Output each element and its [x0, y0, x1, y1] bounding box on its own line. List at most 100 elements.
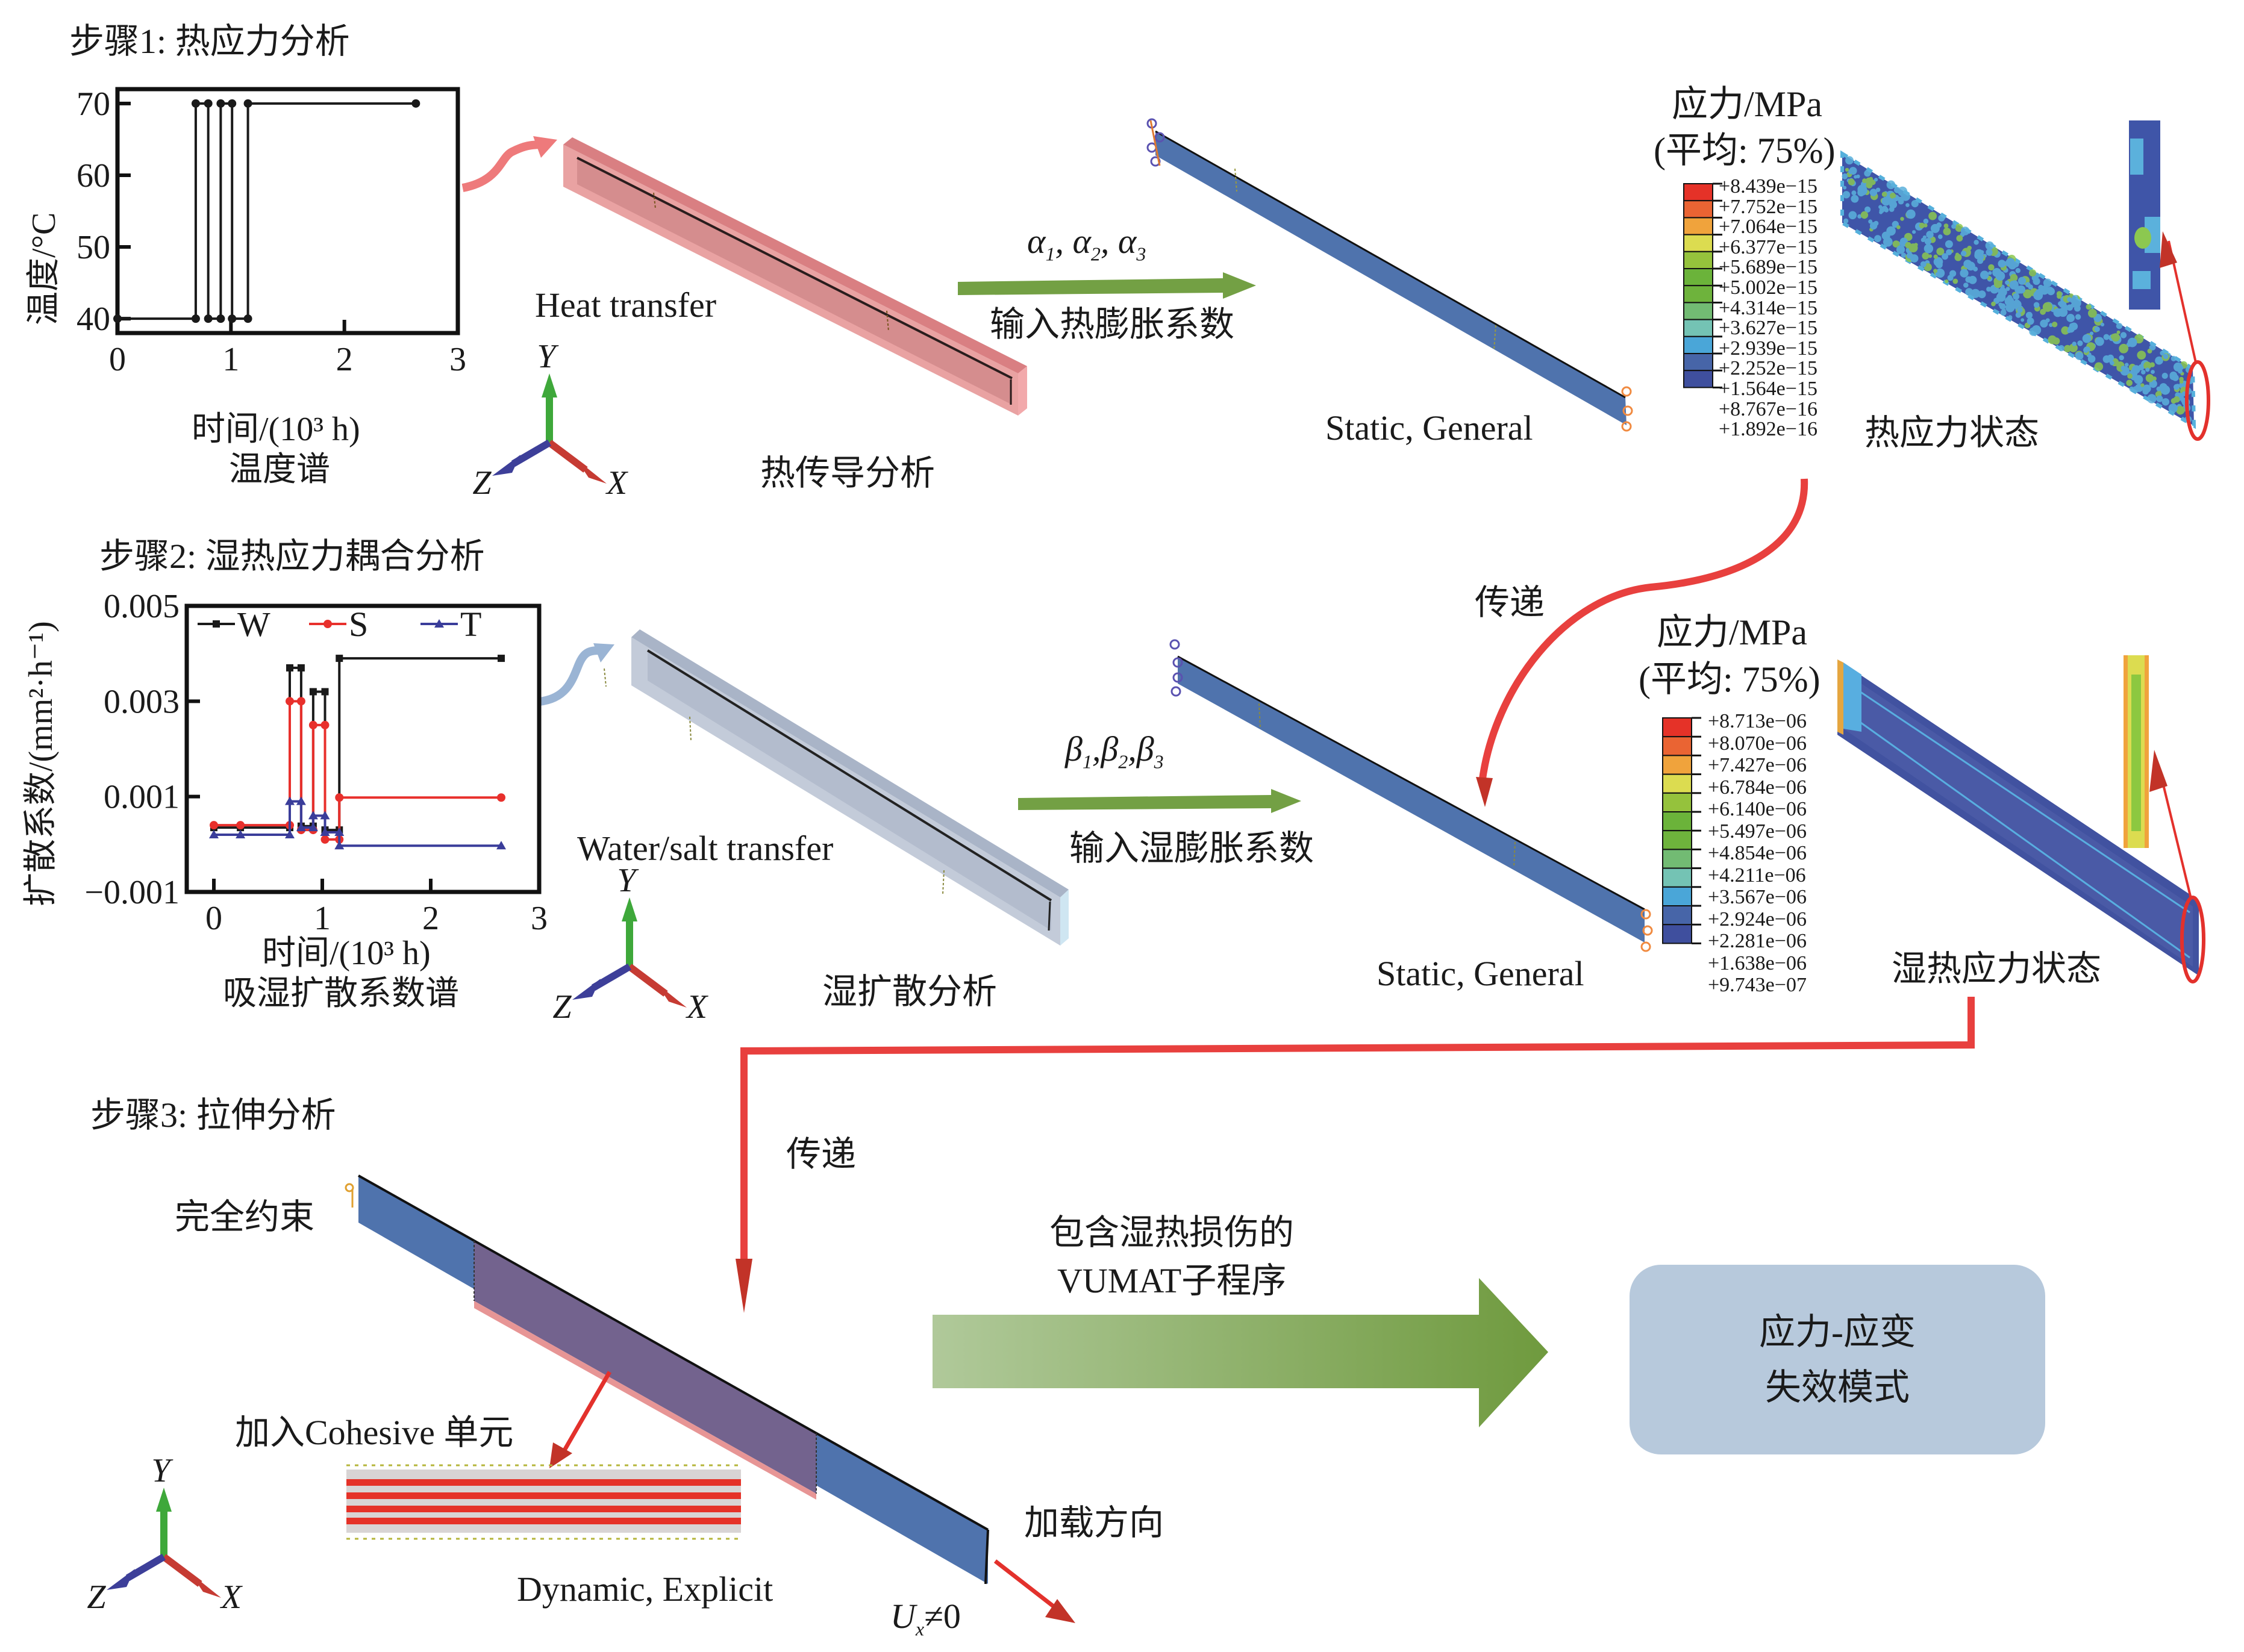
load-direction-label: 加载方向 — [1024, 1503, 1164, 1542]
legend-value: +9.743e−07 — [1708, 974, 1807, 996]
data-point — [204, 99, 213, 108]
stress-speckle — [1896, 225, 1901, 229]
legend-marker — [323, 620, 332, 628]
legend-swatch — [1662, 849, 1692, 869]
x-tick-label: 3 — [449, 341, 466, 378]
stress-speckle — [1919, 222, 1925, 229]
stress-speckle — [1874, 235, 1881, 243]
stress-speckle — [1857, 214, 1862, 219]
data-point — [321, 688, 329, 696]
stress-speckle — [2010, 273, 2018, 282]
cohesive-element-label: 加入Cohesive 单元 — [235, 1413, 514, 1452]
stress-speckle — [1933, 269, 1938, 273]
stress-speckle — [2070, 345, 2075, 350]
plot-frame — [184, 603, 542, 894]
stress-speckle — [1896, 245, 1905, 254]
data-point — [334, 841, 345, 850]
legend-value: +3.567e−06 — [1708, 886, 1807, 908]
stress-speckle — [1993, 279, 2002, 288]
diffusion-ylabel: 扩散系数/(mm²·h⁻¹) — [22, 621, 60, 906]
stress-speckle — [1898, 198, 1904, 205]
stress-speckle — [1985, 241, 1994, 250]
stress-speckle — [2086, 304, 2092, 310]
stress-speckle — [1998, 302, 2003, 307]
stress-speckle — [1991, 301, 1996, 307]
stress-speckle — [2066, 314, 2075, 322]
stress-speckle — [2149, 344, 2156, 351]
diffusion-chart-title: 吸湿扩散系数谱 — [223, 975, 459, 1012]
stress-speckle — [2005, 258, 2015, 267]
y-axis-head — [542, 373, 557, 397]
data-point — [335, 793, 344, 802]
static-general-label-2: Static, General — [1377, 954, 1584, 993]
stress-speckle — [1869, 189, 1878, 196]
stress-speckle — [2141, 370, 2146, 375]
cohesive-layers-inset — [346, 1464, 741, 1540]
stress-speckle — [2127, 337, 2137, 348]
legend-swatch — [1683, 183, 1713, 202]
stress-speckle — [2160, 351, 2165, 356]
stress-speckle — [2142, 388, 2149, 395]
legend-value: +6.784e−06 — [1708, 776, 1807, 799]
data-point — [191, 314, 200, 323]
stress-speckle — [1945, 279, 1949, 284]
legend-swatch — [1683, 319, 1713, 337]
stress-speckle — [1862, 178, 1867, 184]
stress-speckle — [2181, 417, 2186, 422]
stress-speckle — [2067, 329, 2072, 333]
legend-value: +7.427e−06 — [1708, 754, 1807, 776]
stress-speckle — [2140, 383, 2145, 387]
heat-transfer-beam — [563, 137, 1027, 416]
y-tick-label: −0.001 — [84, 874, 180, 911]
stress-speckle — [2089, 331, 2094, 335]
stress-speckle — [1848, 211, 1857, 220]
stress-speckle — [1893, 187, 1901, 193]
dynamic-explicit-label: Dynamic, Explicit — [517, 1569, 774, 1609]
legend-value: +1.892e−16 — [1719, 418, 1817, 441]
boundary-constraint-icon — [1640, 909, 1653, 952]
stress-speckle — [2017, 276, 2027, 285]
data-point — [216, 314, 225, 323]
x-tick-label: 1 — [314, 900, 331, 937]
data-point — [243, 99, 252, 108]
stress-speckle — [2013, 293, 2020, 300]
data-point — [411, 99, 420, 108]
data-point — [216, 99, 225, 108]
stress-speckle — [2103, 334, 2110, 340]
x-tick-label: 3 — [531, 900, 548, 937]
stress-speckle — [1924, 223, 1928, 228]
stress-speckle — [2127, 373, 2133, 379]
legend-value: +5.689e−15 — [1719, 256, 1817, 279]
stress-speckle — [2015, 312, 2022, 318]
data-point — [285, 830, 295, 838]
data-point — [113, 314, 122, 323]
stress-speckle — [1960, 251, 1967, 257]
stress-speckle — [1938, 214, 1945, 222]
legend-value: +8.713e−06 — [1708, 710, 1807, 732]
stress-speckle — [2137, 351, 2146, 360]
stress-speckle — [1960, 269, 1969, 278]
z-axis-arrow — [591, 963, 632, 991]
stress-speckle — [2156, 395, 2163, 402]
stress-speckle — [1848, 178, 1855, 185]
legend-value: +8.070e−06 — [1708, 732, 1807, 755]
legend-swatch — [1683, 200, 1713, 219]
z-axis-head — [572, 979, 601, 1000]
data-point — [320, 828, 330, 837]
stress-speckle — [2075, 352, 2084, 360]
thermal-stress-state-label: 热应力状态 — [1864, 413, 2040, 452]
fixed-constraint-icon — [345, 1183, 354, 1208]
stress-speckle — [1906, 252, 1913, 259]
stress-speckle — [1869, 176, 1874, 181]
stress-speckle — [1845, 167, 1849, 172]
stress-speckle — [2109, 360, 2113, 364]
stress-speckle — [2023, 289, 2033, 299]
x-axis-head — [191, 1574, 221, 1598]
stress-speckle — [2040, 308, 2046, 315]
legend-swatch — [1683, 335, 1713, 354]
legend-swatch — [1662, 924, 1692, 944]
data-point — [336, 655, 343, 662]
stress-speckle — [1848, 169, 1854, 175]
stress-speckle — [2025, 282, 2031, 288]
